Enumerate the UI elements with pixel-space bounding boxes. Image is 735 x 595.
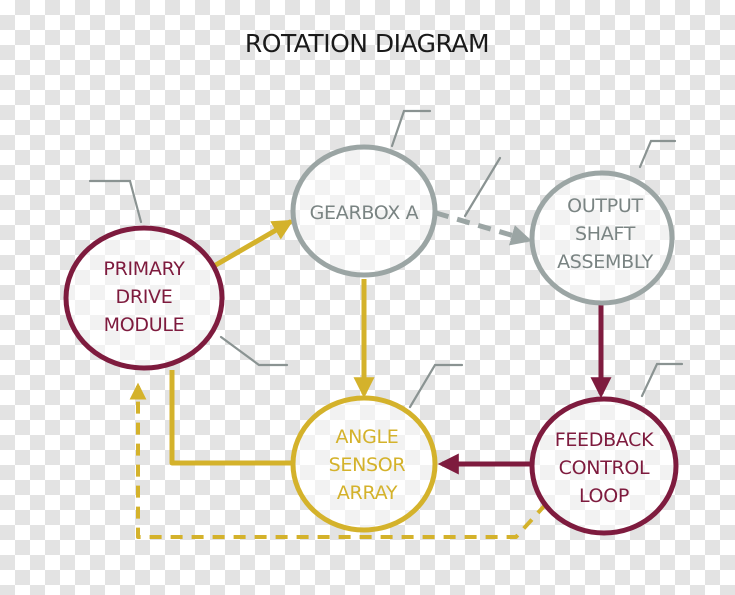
node-angle-label-2: SENSOR [329, 454, 406, 476]
node-feedback-control-loop: FEEDBACK CONTROL LOOP [529, 396, 679, 536]
callout-pointer-output [638, 139, 677, 169]
node-feedback-label-3: LOOP [579, 485, 629, 507]
arrow-gearbox-to-output [435, 210, 533, 246]
node-primary-label-2: DRIVE [116, 286, 173, 308]
node-primary-label-3: MODULE [104, 314, 185, 336]
node-feedback-label-2: CONTROL [559, 457, 650, 479]
node-angle-sensor-array: ANGLE SENSOR ARRAY [290, 395, 438, 533]
callout-pointers [88, 109, 684, 409]
callout-pointer-primary-bottom [219, 335, 289, 367]
node-angle-label-3: ARRAY [337, 482, 398, 504]
arrow-primary-to-gearbox [211, 219, 294, 269]
node-output-shaft-assembly: OUTPUT SHAFT ASSEMBLY [529, 170, 675, 306]
line-angle-to-primary [169, 370, 292, 466]
node-gearbox-label: GEARBOX A [310, 202, 419, 224]
callout-pointer-feedback [640, 362, 684, 398]
node-feedback-label-1: FEEDBACK [555, 429, 654, 451]
node-primary-drive-module: PRIMARY DRIVE MODULE [63, 225, 225, 371]
callout-pointer-gearbox [390, 109, 432, 148]
callout-pointer-primary-top [88, 179, 143, 224]
diagram-title: ROTATION DIAGRAM [245, 29, 489, 58]
callout-pointer-angle [408, 363, 464, 409]
node-output-label-1: OUTPUT [567, 195, 643, 217]
node-gearbox-a: GEARBOX A [290, 144, 438, 278]
callout-pointer-gearbox-output [463, 156, 502, 218]
connectors [129, 210, 612, 539]
arrow-feedback-to-primary [129, 382, 548, 539]
node-primary-label-1: PRIMARY [103, 258, 185, 280]
node-angle-label-1: ANGLE [335, 426, 398, 448]
node-output-label-2: SHAFT [575, 223, 636, 245]
node-output-label-3: ASSEMBLY [557, 251, 654, 273]
